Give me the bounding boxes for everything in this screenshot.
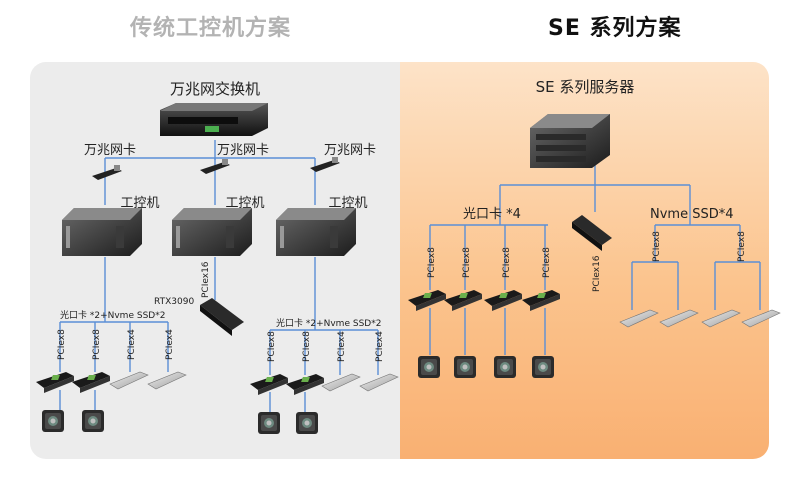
- fiber-card-icon: [72, 372, 110, 393]
- config-label: 光口卡 *2+Nvme SSD*2: [276, 317, 381, 329]
- camera-icon: [532, 356, 554, 378]
- network-switch-icon: [160, 103, 268, 136]
- fiber-card-icon: [484, 290, 522, 311]
- ipc-label: 工控机: [120, 196, 159, 211]
- gpu-icon: [200, 298, 244, 336]
- pcie-slot-label: PCIex8: [737, 231, 747, 262]
- pcie-slot-label: PCIex8: [652, 231, 662, 262]
- camera-icon: [494, 356, 516, 378]
- fiber-card-icon: [522, 290, 560, 311]
- fiber-card-icon: [444, 290, 482, 311]
- pcie-slot-label: PCIex16: [592, 255, 602, 292]
- pcie-slot-label: PCIex8: [302, 331, 312, 362]
- camera-icon: [454, 356, 476, 378]
- config-label: 光口卡 *2+Nvme SSD*2: [60, 309, 165, 321]
- pcie-slot-label: PCIex4: [375, 331, 385, 362]
- gpu-icon: [572, 215, 612, 251]
- pcie-slot-label: PCIex8: [542, 247, 552, 278]
- pcie-slot-label: PCIex4: [165, 329, 175, 360]
- industrial-pc-icon: [276, 208, 356, 256]
- pcie-slot-label: PCIex4: [337, 331, 347, 362]
- ssd-icon: [701, 309, 741, 328]
- ssd-icon: [741, 309, 781, 328]
- industrial-pc-icon: [172, 208, 252, 256]
- camera-icon: [82, 410, 104, 432]
- ipc-label: 工控机: [225, 196, 264, 211]
- ssd-icon: [147, 371, 187, 390]
- fiber-card-icon: [408, 290, 446, 311]
- nic-icon: [92, 165, 122, 180]
- fiber-card-group-label: 光口卡 *4: [463, 207, 521, 222]
- pcie-slot-label: PCIex8: [502, 247, 512, 278]
- camera-icon: [42, 410, 64, 432]
- ipc-label: 工控机: [328, 196, 367, 211]
- camera-icon: [418, 356, 440, 378]
- se-server-icon: [530, 114, 610, 168]
- fiber-card-icon: [286, 374, 324, 395]
- industrial-pc-icon: [62, 208, 142, 256]
- pcie-slot-label: PCIex8: [462, 247, 472, 278]
- camera-icon: [296, 412, 318, 434]
- camera-icon: [258, 412, 280, 434]
- server-label: SE 系列服务器: [536, 78, 635, 96]
- fiber-card-icon: [250, 374, 288, 395]
- right-scheme-title: SE 系列方案: [548, 16, 682, 41]
- ssd-icon: [659, 309, 699, 328]
- pcie-slot-label: PCIex8: [427, 247, 437, 278]
- ssd-icon: [321, 373, 361, 392]
- pcie-slot-label: PCIex4: [127, 329, 137, 360]
- left-scheme-title: 传统工控机方案: [130, 16, 292, 41]
- ssd-icon: [109, 371, 149, 390]
- pcie-slot-label: PCIex8: [267, 331, 277, 362]
- ssd-icon: [619, 309, 659, 328]
- switch-label: 万兆网交换机: [170, 80, 260, 98]
- pcie-slot-label: PCIex8: [92, 329, 102, 360]
- ssd-group-label: Nvme SSD*4: [650, 207, 734, 222]
- nic-label: 万兆网卡: [84, 143, 136, 158]
- nic-label: 万兆网卡: [324, 143, 376, 158]
- fiber-card-icon: [36, 372, 74, 393]
- pcie-slot-label: PCIex16: [201, 261, 211, 298]
- nic-label: 万兆网卡: [217, 143, 269, 158]
- ssd-icon: [359, 373, 399, 392]
- gpu-label: RTX3090: [154, 297, 194, 307]
- pcie-slot-label: PCIex8: [57, 329, 67, 360]
